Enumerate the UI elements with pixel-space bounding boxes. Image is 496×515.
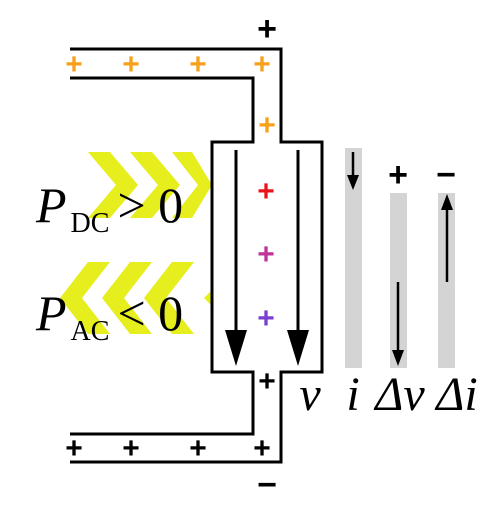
delta-v-label: Δv — [373, 368, 425, 421]
delta-v-sign: + — [388, 156, 408, 194]
chevron-right-2 — [130, 152, 180, 218]
charge-plus: + — [65, 48, 83, 81]
top-terminal-sign: + — [257, 10, 277, 48]
delta-v-arrow-head — [392, 350, 404, 366]
ac-power-symbol: P — [35, 285, 67, 341]
charge-plus: + — [258, 365, 276, 398]
dc-power-symbol: P — [35, 177, 67, 233]
charge-plus: + — [257, 302, 275, 335]
dc-power-subscript: DC — [71, 208, 110, 239]
top-wire-charges: + + + + + — [65, 48, 276, 142]
dc-power-relation: > 0 — [117, 177, 183, 233]
charge-plus: + — [253, 48, 271, 81]
current-bar — [345, 148, 362, 368]
ac-power-subscript: AC — [71, 316, 110, 347]
delta-i-sign: − — [436, 156, 456, 194]
bottom-wire-charges: + + + + + — [65, 365, 276, 465]
voltage-arrow-right-head — [287, 330, 309, 366]
voltage-label: v — [299, 368, 321, 421]
bottom-terminal-sign: − — [257, 466, 277, 504]
charge-plus: + — [122, 48, 140, 81]
delta-v-bar — [390, 193, 407, 368]
voltage-arrow-left-head — [225, 330, 247, 366]
voltage-arrows — [225, 150, 309, 366]
charge-plus: + — [257, 175, 275, 208]
charge-plus: + — [189, 48, 207, 81]
quantity-labels: v i Δv Δi — [299, 368, 477, 421]
charge-plus: + — [122, 432, 140, 465]
charge-plus: + — [253, 432, 271, 465]
chevron-right-3 — [172, 152, 212, 218]
charge-plus: + — [189, 432, 207, 465]
charge-plus: + — [65, 432, 83, 465]
chevron-right-1 — [88, 152, 138, 218]
ac-power-chevrons — [60, 262, 212, 334]
chevron-left-3 — [144, 262, 194, 334]
ac-power-relation: < 0 — [117, 285, 183, 341]
chevron-left-4 — [204, 290, 212, 306]
bar-arrows — [347, 152, 453, 366]
current-arrow-head — [347, 175, 359, 190]
dc-power-label: P DC > 0 — [35, 177, 183, 239]
chevron-left-1 — [60, 262, 110, 334]
quantity-bars — [345, 148, 455, 368]
delta-i-label: Δi — [434, 368, 478, 421]
device-charges: + + + — [257, 175, 275, 335]
ac-power-label: P AC < 0 — [35, 285, 183, 347]
circuit-outline — [70, 47, 324, 464]
chevron-left-2 — [102, 262, 152, 334]
charge-plus: + — [257, 238, 275, 271]
charge-plus: + — [258, 109, 276, 142]
current-label: i — [346, 368, 359, 421]
delta-i-arrow-head — [441, 194, 453, 210]
dc-power-chevrons — [88, 152, 212, 218]
